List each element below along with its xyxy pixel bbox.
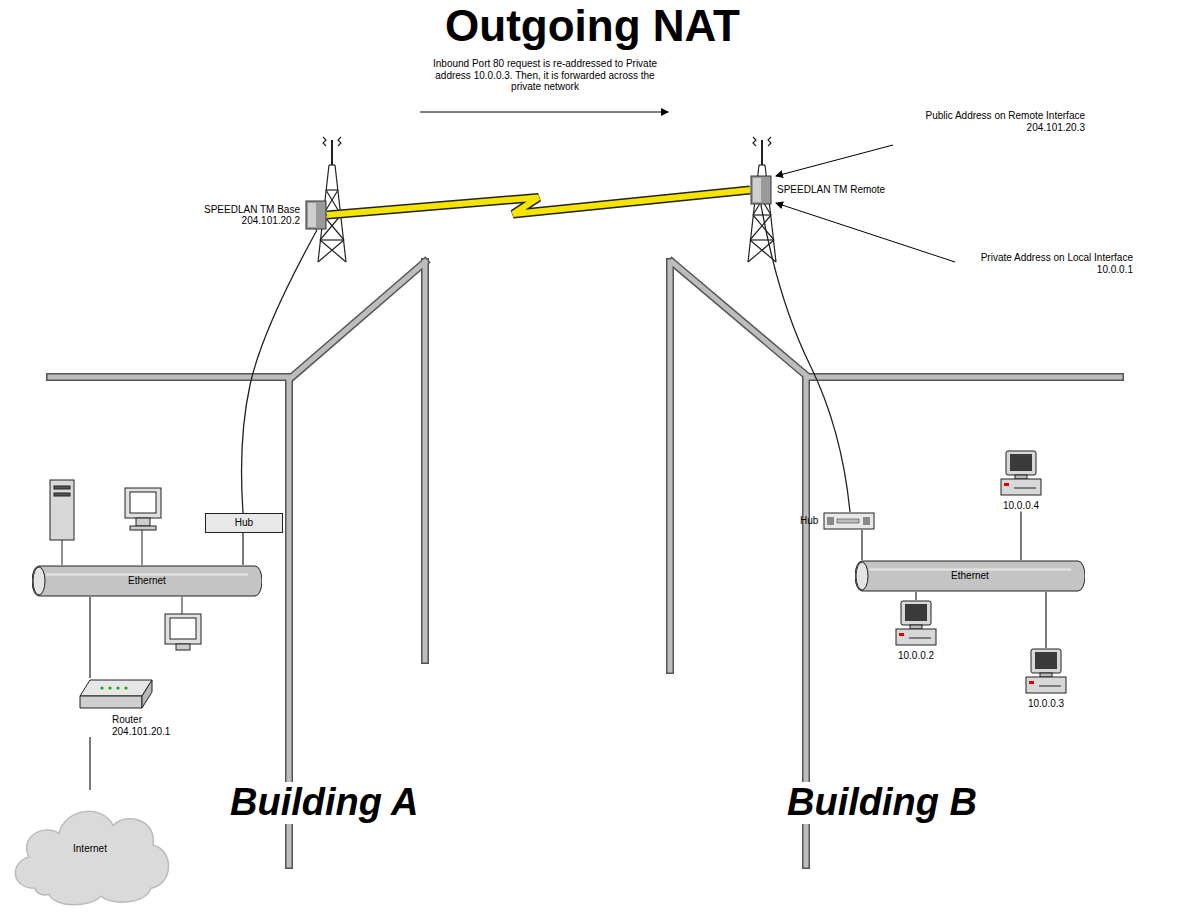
base-radio: SPEEDLAN TM Base 204.101.20.2 <box>190 200 327 230</box>
leader-arrow <box>420 112 955 262</box>
hub-box: Hub <box>205 513 283 533</box>
callout-text: Private Address on Local Interface 10.0.… <box>955 252 1133 275</box>
hub-box: Hub <box>800 512 875 530</box>
ethernet-segment: Ethernet <box>32 565 262 597</box>
workstation: 10.0.0.4 <box>1000 450 1042 512</box>
antenna-cable <box>242 230 317 513</box>
building-label: Building A <box>226 782 423 824</box>
radio-tower <box>318 137 776 262</box>
network-wire <box>915 592 916 600</box>
left-workstations <box>50 480 201 650</box>
computer-icon <box>1000 450 1042 498</box>
hub-icon <box>823 512 875 530</box>
node-label: 10.0.0.3 <box>1028 698 1064 710</box>
workstation: 10.0.0.2 <box>895 600 937 662</box>
router: Router 204.101.20.1 <box>50 678 182 737</box>
workstation: 10.0.0.3 <box>1025 648 1067 710</box>
ethernet-segment: Ethernet <box>855 560 1085 592</box>
wireless-link-bolt <box>327 190 750 215</box>
diagram-title: Outgoing NAT <box>0 2 1185 50</box>
node-label: SPEEDLAN TM Remote <box>777 184 885 196</box>
computer-icon <box>1025 648 1067 696</box>
remote-radio: SPEEDLAN TM Remote <box>750 175 885 205</box>
computer-icon <box>895 600 937 648</box>
internet-cloud: Internet <box>5 790 175 908</box>
node-label: 10.0.0.2 <box>898 650 934 662</box>
node-label: Internet <box>73 843 107 855</box>
callout-text: Public Address on Remote Interface 204.1… <box>895 110 1085 133</box>
network-wire <box>89 737 90 790</box>
note-text: Inbound Port 80 request is re-addressed … <box>420 58 670 93</box>
node-label: Router 204.101.20.1 <box>112 714 182 737</box>
node-label: SPEEDLAN TM Base 204.101.20.2 <box>190 204 300 227</box>
wireless-link-outline <box>327 190 750 215</box>
wireless-link <box>327 190 750 215</box>
node-label: 10.0.0.4 <box>1003 500 1039 512</box>
antenna-cable <box>761 205 850 512</box>
node-label: Ethernet <box>951 570 989 582</box>
network-wire <box>861 530 862 560</box>
radio-unit <box>305 200 327 230</box>
building-outline <box>50 262 1120 865</box>
network-wire <box>242 533 243 565</box>
radio-unit <box>750 175 772 205</box>
building-label: Building B <box>783 782 981 824</box>
node-label: Hub <box>235 517 253 529</box>
node-label: Ethernet <box>128 575 166 587</box>
node-label: Hub <box>800 515 818 527</box>
network-wire <box>89 597 90 678</box>
network-wire <box>1020 512 1021 561</box>
router-icon <box>78 678 154 712</box>
network-wire <box>1045 592 1046 648</box>
